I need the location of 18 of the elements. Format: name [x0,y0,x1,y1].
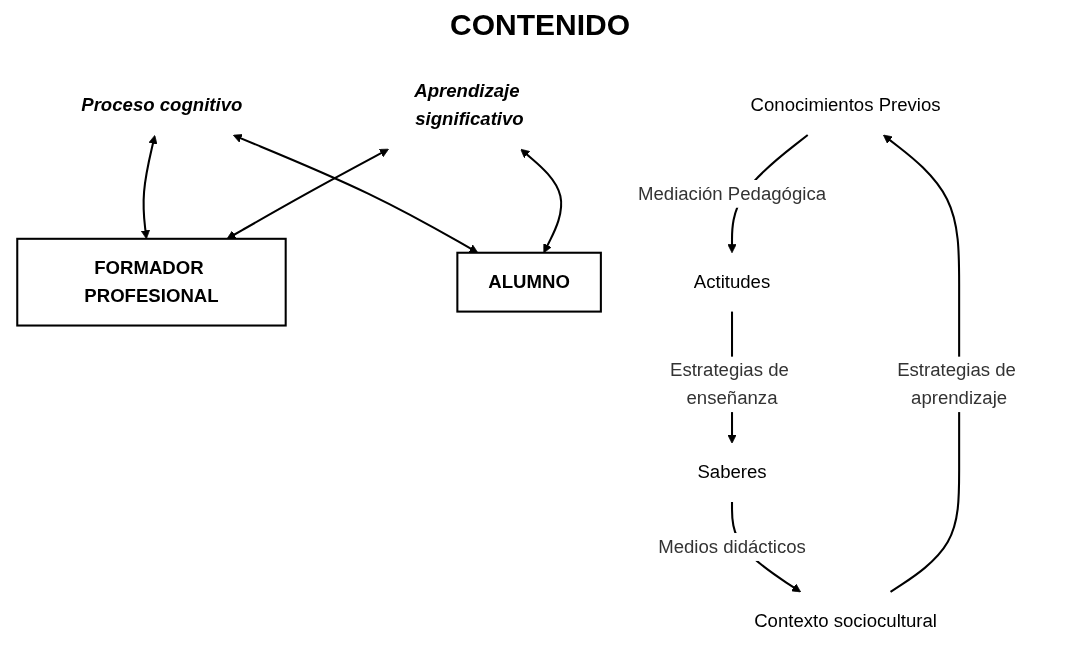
arrow [226,148,390,239]
edge-label: Medios didácticos [658,535,807,557]
arrow [141,134,158,239]
node-text: Actitudes [693,270,771,292]
node-box: FORMADOR PROFESIONAL [16,237,287,327]
arrow [520,148,563,253]
arrow [883,134,961,593]
node-text: Saberes [697,461,767,482]
node-text: Contexto sociocultural [754,609,938,631]
edge-label: Estrategias de enseñanza [670,359,789,408]
arrow [233,133,479,253]
node-text: Conocimientos Previos [750,94,941,115]
edge-label: Mediación Pedagógica [638,182,827,204]
node-text: Proceso cognitivo [81,94,243,115]
node-box: ALUMNO [456,251,603,313]
node-text: Aprendizaje significativo [414,80,524,129]
center-label: CONTENIDO [450,8,630,42]
edge-label: Estrategias de aprendizaje [897,359,1017,408]
